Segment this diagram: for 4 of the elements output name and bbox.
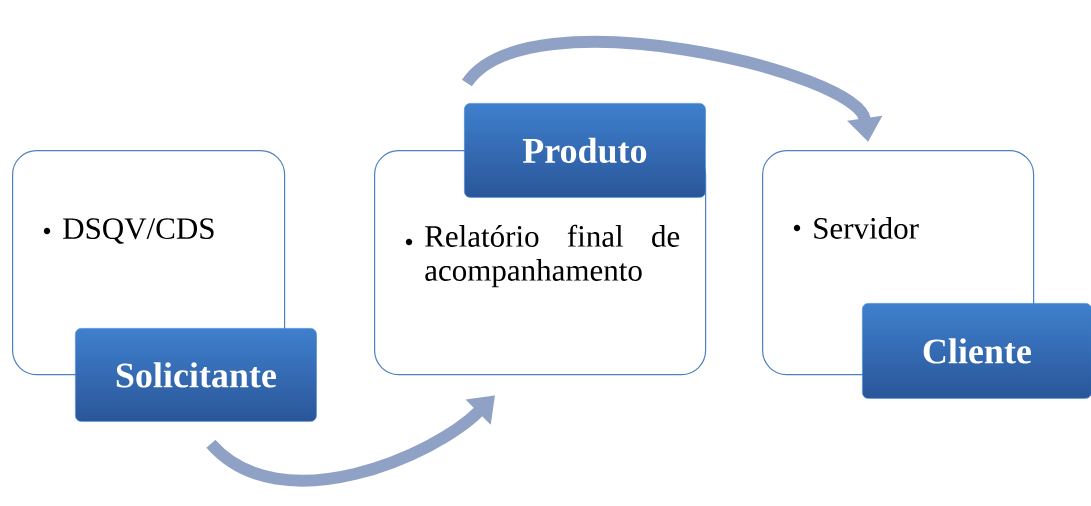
- curved-arrow: [206, 395, 495, 487]
- title-box: Solicitante: [75, 328, 317, 422]
- title-box: Produto: [464, 103, 706, 198]
- title-box: Cliente: [862, 303, 1091, 399]
